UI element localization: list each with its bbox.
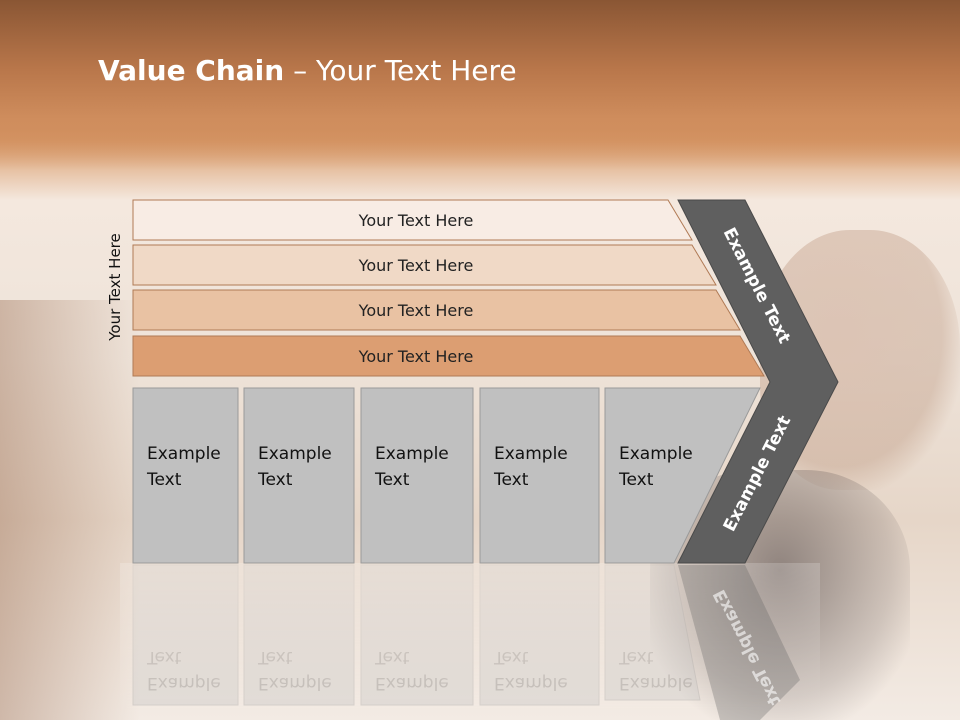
example-box-3 (360, 387, 474, 564)
background-shadow (0, 300, 140, 720)
value-bar-1 (132, 199, 693, 241)
example-box-line1-4: Example (494, 444, 568, 464)
value-bar-2 (132, 244, 717, 286)
slide-title: Value Chain – Your Text Here (98, 54, 517, 94)
header-band (0, 0, 960, 170)
example-box-line2-4: Text (493, 470, 529, 490)
example-box-1 (132, 387, 239, 564)
example-box-line2-1: Text (146, 470, 182, 490)
example-box-line1-1: Example (147, 444, 221, 464)
example-box-line1-3: Example (375, 444, 449, 464)
example-box-line2-2: Text (257, 470, 293, 490)
value-bar-4 (132, 335, 765, 377)
example-box-2 (243, 387, 355, 564)
title-rest: – Your Text Here (284, 54, 517, 87)
example-box-4 (479, 387, 600, 564)
reflection: ExampleTextExampleTextExampleTextExample… (120, 563, 820, 720)
example-box-line2-5: Text (618, 470, 654, 490)
example-box-line1-2: Example (258, 444, 332, 464)
value-bar-label-1: Your Text Here (358, 211, 474, 230)
title-bold: Value Chain (98, 54, 285, 87)
reflection-fade (120, 563, 820, 720)
value-bar-label-2: Your Text Here (358, 256, 474, 275)
value-bar-label-4: Your Text Here (358, 347, 474, 366)
chevron-arrow (677, 199, 839, 564)
value-bar-label-3: Your Text Here (358, 301, 474, 320)
value-bar-3 (132, 289, 741, 331)
example-box-5 (604, 387, 761, 564)
example-box-line2-3: Text (374, 470, 410, 490)
example-box-line1-5: Example (619, 444, 693, 464)
chevron-reflection (678, 565, 800, 720)
